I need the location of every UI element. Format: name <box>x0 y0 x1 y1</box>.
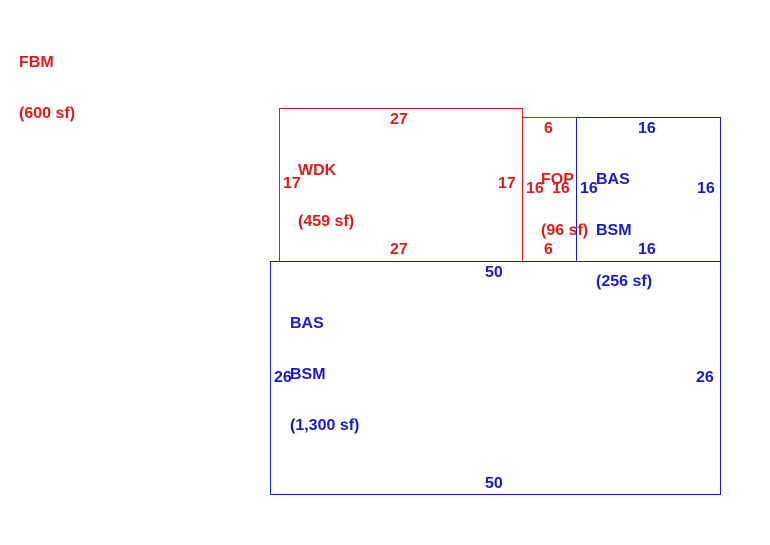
bas-main-dim-bottom: 50 <box>485 475 503 492</box>
bas-small-area: (256 sf) <box>596 273 653 290</box>
fop-code: FOP <box>541 171 574 188</box>
wdk-dim-top: 27 <box>390 111 408 128</box>
wdk-dim-right: 17 <box>498 175 516 192</box>
fop-dim-left: 16 <box>526 180 544 197</box>
bas-small-dim-right: 16 <box>697 180 715 197</box>
bas-small-line2: BSM <box>596 222 632 239</box>
fbm-area: (600 sf) <box>19 105 76 122</box>
bas-main-dim-left: 26 <box>274 369 292 386</box>
wdk-label: WDK (459 sf) <box>298 128 354 264</box>
bas-main-area: (1,300 sf) <box>290 417 360 434</box>
fop-dim-top: 6 <box>544 120 553 137</box>
bas-main-dim-right: 26 <box>696 369 714 386</box>
bas-small-line1: BAS <box>596 171 630 188</box>
bas-main-line1: BAS <box>290 315 324 332</box>
bas-main-label: BAS BSM (1,300 sf) <box>290 281 359 468</box>
fbm-code: FBM <box>19 54 54 71</box>
fop-dim-right: 16 <box>552 180 570 197</box>
bas-small-dim-left: 16 <box>580 180 598 197</box>
fop-area: (96 sf) <box>541 222 589 239</box>
bas-small-label: BAS BSM (256 sf) <box>596 137 652 324</box>
wdk-dim-left: 17 <box>283 175 301 192</box>
bas-main-dim-top: 50 <box>485 264 503 281</box>
wdk-area: (459 sf) <box>298 213 355 230</box>
fbm-label: FBM (600 sf) <box>19 20 75 156</box>
wdk-dim-bottom: 27 <box>390 241 408 258</box>
bas-small-dim-bottom: 16 <box>638 241 656 258</box>
fop-label: FOP (96 sf) <box>541 137 588 273</box>
fop-dim-bottom: 6 <box>544 241 553 258</box>
bas-main-line2: BSM <box>290 366 326 383</box>
bas-small-dim-top: 16 <box>638 120 656 137</box>
wdk-code: WDK <box>298 162 337 179</box>
bas-main-rectangle <box>270 261 721 495</box>
